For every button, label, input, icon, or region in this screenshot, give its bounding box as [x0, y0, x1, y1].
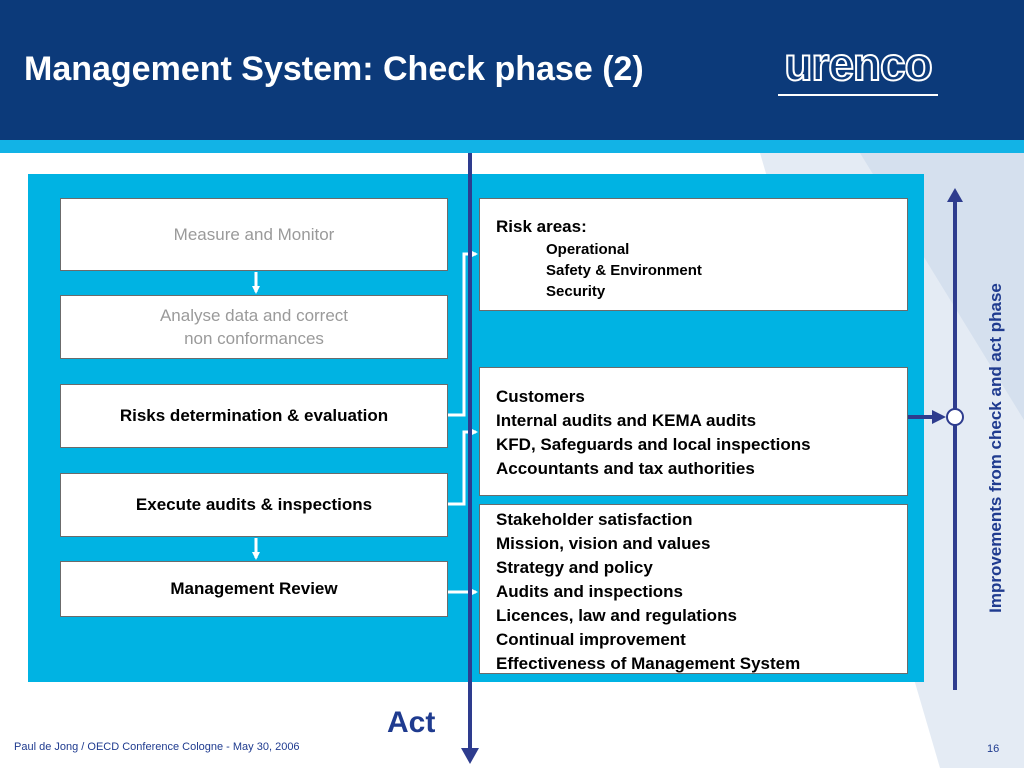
step-execute-audits: Execute audits & inspections [60, 473, 448, 537]
page-title: Management System: Check phase (2) [24, 50, 644, 88]
header-bar [0, 0, 1024, 140]
urenco-logo: urenco [778, 40, 938, 96]
risk-areas-heading: Risk areas: [496, 217, 587, 236]
page-number: 16 [987, 743, 1000, 755]
risk-item: Safety & Environment [546, 262, 702, 279]
step-label: Measure and Monitor [173, 224, 335, 244]
risk-item: Operational [546, 241, 630, 258]
step-label: Execute audits & inspections [135, 495, 373, 514]
step-label-line2: non conformances [184, 329, 324, 348]
step-label-line1: Analyse data and correct [159, 306, 349, 325]
review-line: Audits and inspections [496, 582, 684, 601]
improvements-label: Improvements from check and act phase [986, 283, 1005, 613]
step-analyse-data: Analyse data and correct non conformance… [60, 295, 448, 359]
step-management-review: Management Review [60, 561, 448, 617]
audits-box: Customers Internal audits and KEMA audit… [479, 367, 908, 496]
audit-line: Customers [496, 387, 585, 406]
footer-credit: Paul de Jong / OECD Conference Cologne -… [14, 741, 300, 753]
review-line: Strategy and policy [496, 558, 653, 577]
step-label: Management Review [170, 579, 338, 598]
header-stripe [0, 140, 1024, 153]
act-flow-line [468, 153, 472, 753]
audit-line: KFD, Safeguards and local inspections [496, 435, 811, 454]
audit-line: Accountants and tax authorities [496, 459, 755, 478]
audit-line: Internal audits and KEMA audits [496, 411, 757, 430]
svg-text:urenco: urenco [784, 40, 931, 90]
review-line: Stakeholder satisfaction [496, 510, 693, 529]
review-box: Stakeholder satisfaction Mission, vision… [479, 504, 908, 674]
act-label: Act [387, 706, 436, 739]
risk-areas-box: Risk areas: Operational Safety & Environ… [479, 198, 908, 311]
review-line: Mission, vision and values [496, 534, 711, 553]
step-label: Risks determination & evaluation [119, 406, 389, 425]
review-line: Effectiveness of Management System [496, 654, 801, 673]
review-line: Licences, law and regulations [496, 606, 737, 625]
risk-item: Security [546, 283, 606, 300]
step-risks-determination: Risks determination & evaluation [60, 384, 448, 448]
step-measure-monitor: Measure and Monitor [60, 198, 448, 271]
review-line: Continual improvement [496, 630, 686, 649]
